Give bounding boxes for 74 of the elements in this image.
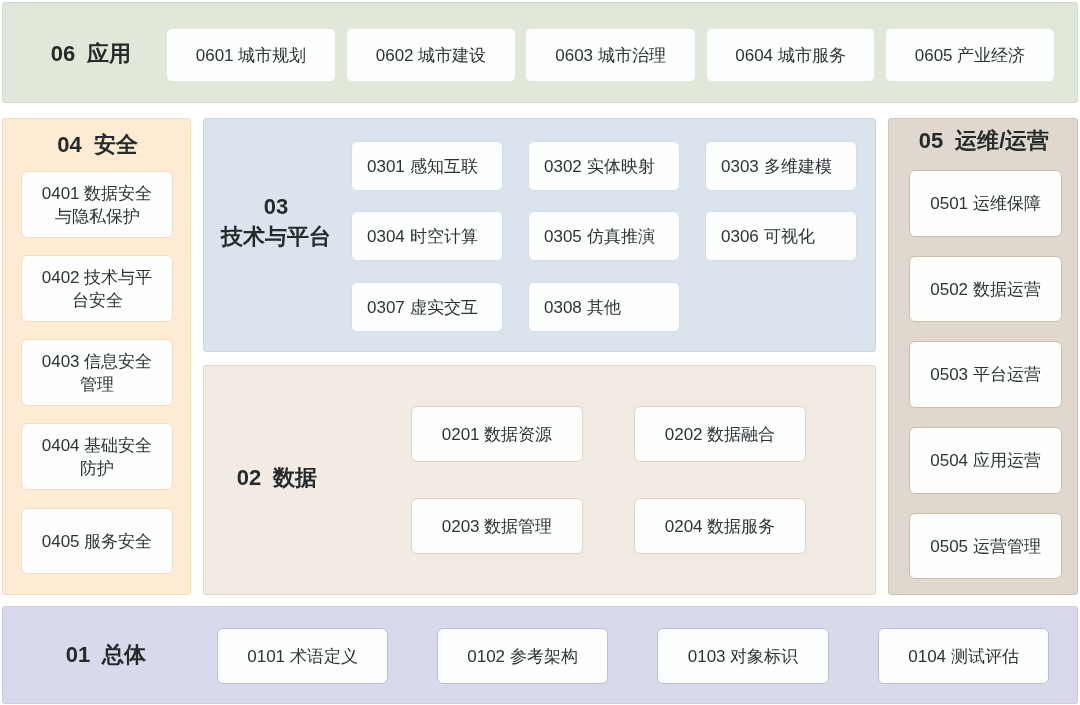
item-label: 0503 平台运营 xyxy=(930,364,1041,386)
item-card xyxy=(706,28,875,82)
item-card xyxy=(909,427,1062,494)
item-card xyxy=(21,339,173,406)
item-label: 0404 基础安全防护 xyxy=(40,434,154,480)
item-card xyxy=(885,28,1055,82)
item-label: 0103 对象标识 xyxy=(687,645,799,668)
item-card xyxy=(705,211,857,261)
item-label: 0301 感知互联 xyxy=(367,155,478,178)
item-label: 0304 时空计算 xyxy=(367,225,478,248)
item-label: 0402 技术与平台安全 xyxy=(40,266,154,312)
item-card xyxy=(909,256,1062,322)
item-label: 0505 运营管理 xyxy=(930,535,1041,558)
item-label: 0602 城市建设 xyxy=(375,44,487,67)
section-panel xyxy=(2,2,1078,103)
section-panel xyxy=(2,606,1078,704)
item-card xyxy=(437,628,608,684)
item-label: 0104 测试评估 xyxy=(908,645,1019,668)
section-panel xyxy=(203,365,876,595)
section-panel xyxy=(203,118,876,352)
item-card xyxy=(878,628,1049,684)
item-card xyxy=(528,282,680,332)
item-label: 0305 仿真推演 xyxy=(544,225,655,248)
item-card xyxy=(351,282,503,332)
item-label: 0201 数据资源 xyxy=(441,423,553,446)
item-label: 0302 实体映射 xyxy=(544,155,655,178)
item-label: 0204 数据服务 xyxy=(664,515,776,538)
item-card xyxy=(657,628,829,684)
item-card xyxy=(634,498,806,554)
item-label: 0504 应用运营 xyxy=(930,450,1041,472)
item-card xyxy=(351,141,503,191)
item-card xyxy=(411,406,583,462)
item-card xyxy=(346,28,516,82)
section-title: 01 总体 xyxy=(65,641,147,669)
item-card xyxy=(21,423,173,490)
item-card xyxy=(528,211,680,261)
section-panel xyxy=(2,118,191,595)
section-title: 05 运维/运营 xyxy=(918,127,1050,155)
item-label: 0603 城市治理 xyxy=(555,44,666,67)
item-label: 0403 信息安全管理 xyxy=(40,350,154,396)
item-card xyxy=(528,141,680,191)
item-card xyxy=(634,406,806,462)
item-label: 0202 数据融合 xyxy=(664,423,776,446)
item-card xyxy=(21,171,173,238)
item-card xyxy=(351,211,503,261)
item-label: 0308 其他 xyxy=(544,296,621,319)
item-card xyxy=(21,508,173,574)
section-panel xyxy=(888,118,1078,595)
item-label: 0203 数据管理 xyxy=(441,515,553,538)
section-title: 04 安全 xyxy=(57,131,138,159)
section-title: 06 应用 xyxy=(50,40,132,68)
item-label: 0306 可视化 xyxy=(721,225,815,248)
section-title: 02 数据 xyxy=(236,464,318,492)
item-label: 0303 多维建模 xyxy=(721,155,832,178)
item-card xyxy=(411,498,583,554)
item-label: 0102 参考架构 xyxy=(467,645,578,668)
item-label: 0601 城市规划 xyxy=(195,44,307,67)
item-label: 0605 产业经济 xyxy=(914,44,1026,67)
item-card xyxy=(21,255,173,322)
item-card xyxy=(909,513,1062,579)
item-label: 0307 虚实交互 xyxy=(367,296,478,319)
item-label: 0101 术语定义 xyxy=(247,645,358,668)
item-card xyxy=(525,28,696,82)
item-label: 0502 数据运营 xyxy=(930,278,1041,301)
item-label: 0401 数据安全与隐私保护 xyxy=(40,182,154,228)
item-card xyxy=(705,141,857,191)
item-card xyxy=(217,628,388,684)
item-card xyxy=(909,341,1062,408)
item-label: 0405 服务安全 xyxy=(41,530,153,553)
item-label: 0501 运维保障 xyxy=(930,193,1041,215)
section-title: 03 技术与平台 xyxy=(219,193,332,251)
item-card xyxy=(909,170,1062,237)
item-label: 0604 城市服务 xyxy=(735,44,846,67)
item-card xyxy=(166,28,336,82)
